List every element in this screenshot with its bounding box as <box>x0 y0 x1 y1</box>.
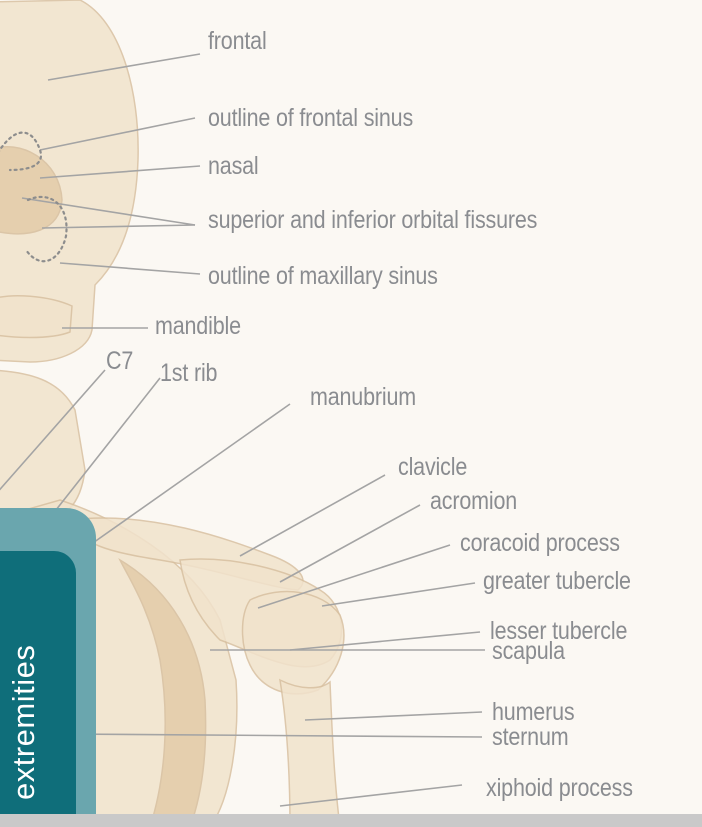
leader-clavicle <box>240 475 385 556</box>
label-frontal: frontal <box>208 26 267 56</box>
label-maxillary-sinus: outline of maxillary sinus <box>208 261 438 291</box>
label-mandible: mandible <box>155 311 241 341</box>
label-coracoid: coracoid process <box>460 528 620 558</box>
label-acromion: acromion <box>430 486 517 516</box>
label-sternum: sternum <box>492 722 568 752</box>
label-1st-rib: 1st rib <box>160 358 217 388</box>
label-c7: C7 <box>106 346 133 376</box>
cervical-spine-bone <box>0 370 85 520</box>
label-frontal-sinus: outline of frontal sinus <box>208 103 413 133</box>
label-orbital-fissures: superior and inferior orbital fissures <box>208 205 537 235</box>
chapter-tab-label: extremities <box>6 645 42 800</box>
label-nasal: nasal <box>208 151 259 181</box>
leader-acromion <box>280 505 420 582</box>
leader-manubrium <box>90 404 290 545</box>
label-scapula: scapula <box>492 636 565 666</box>
label-clavicle: clavicle <box>398 452 467 482</box>
label-greater-tubercle: greater tubercle <box>483 566 631 596</box>
label-manubrium: manubrium <box>310 382 416 412</box>
label-xiphoid: xiphoid process <box>486 773 633 803</box>
humeral-head-bone <box>243 592 344 694</box>
bottom-edge <box>0 814 702 827</box>
leader-greater-tubercle <box>322 583 475 606</box>
teeth-bone <box>0 296 72 338</box>
